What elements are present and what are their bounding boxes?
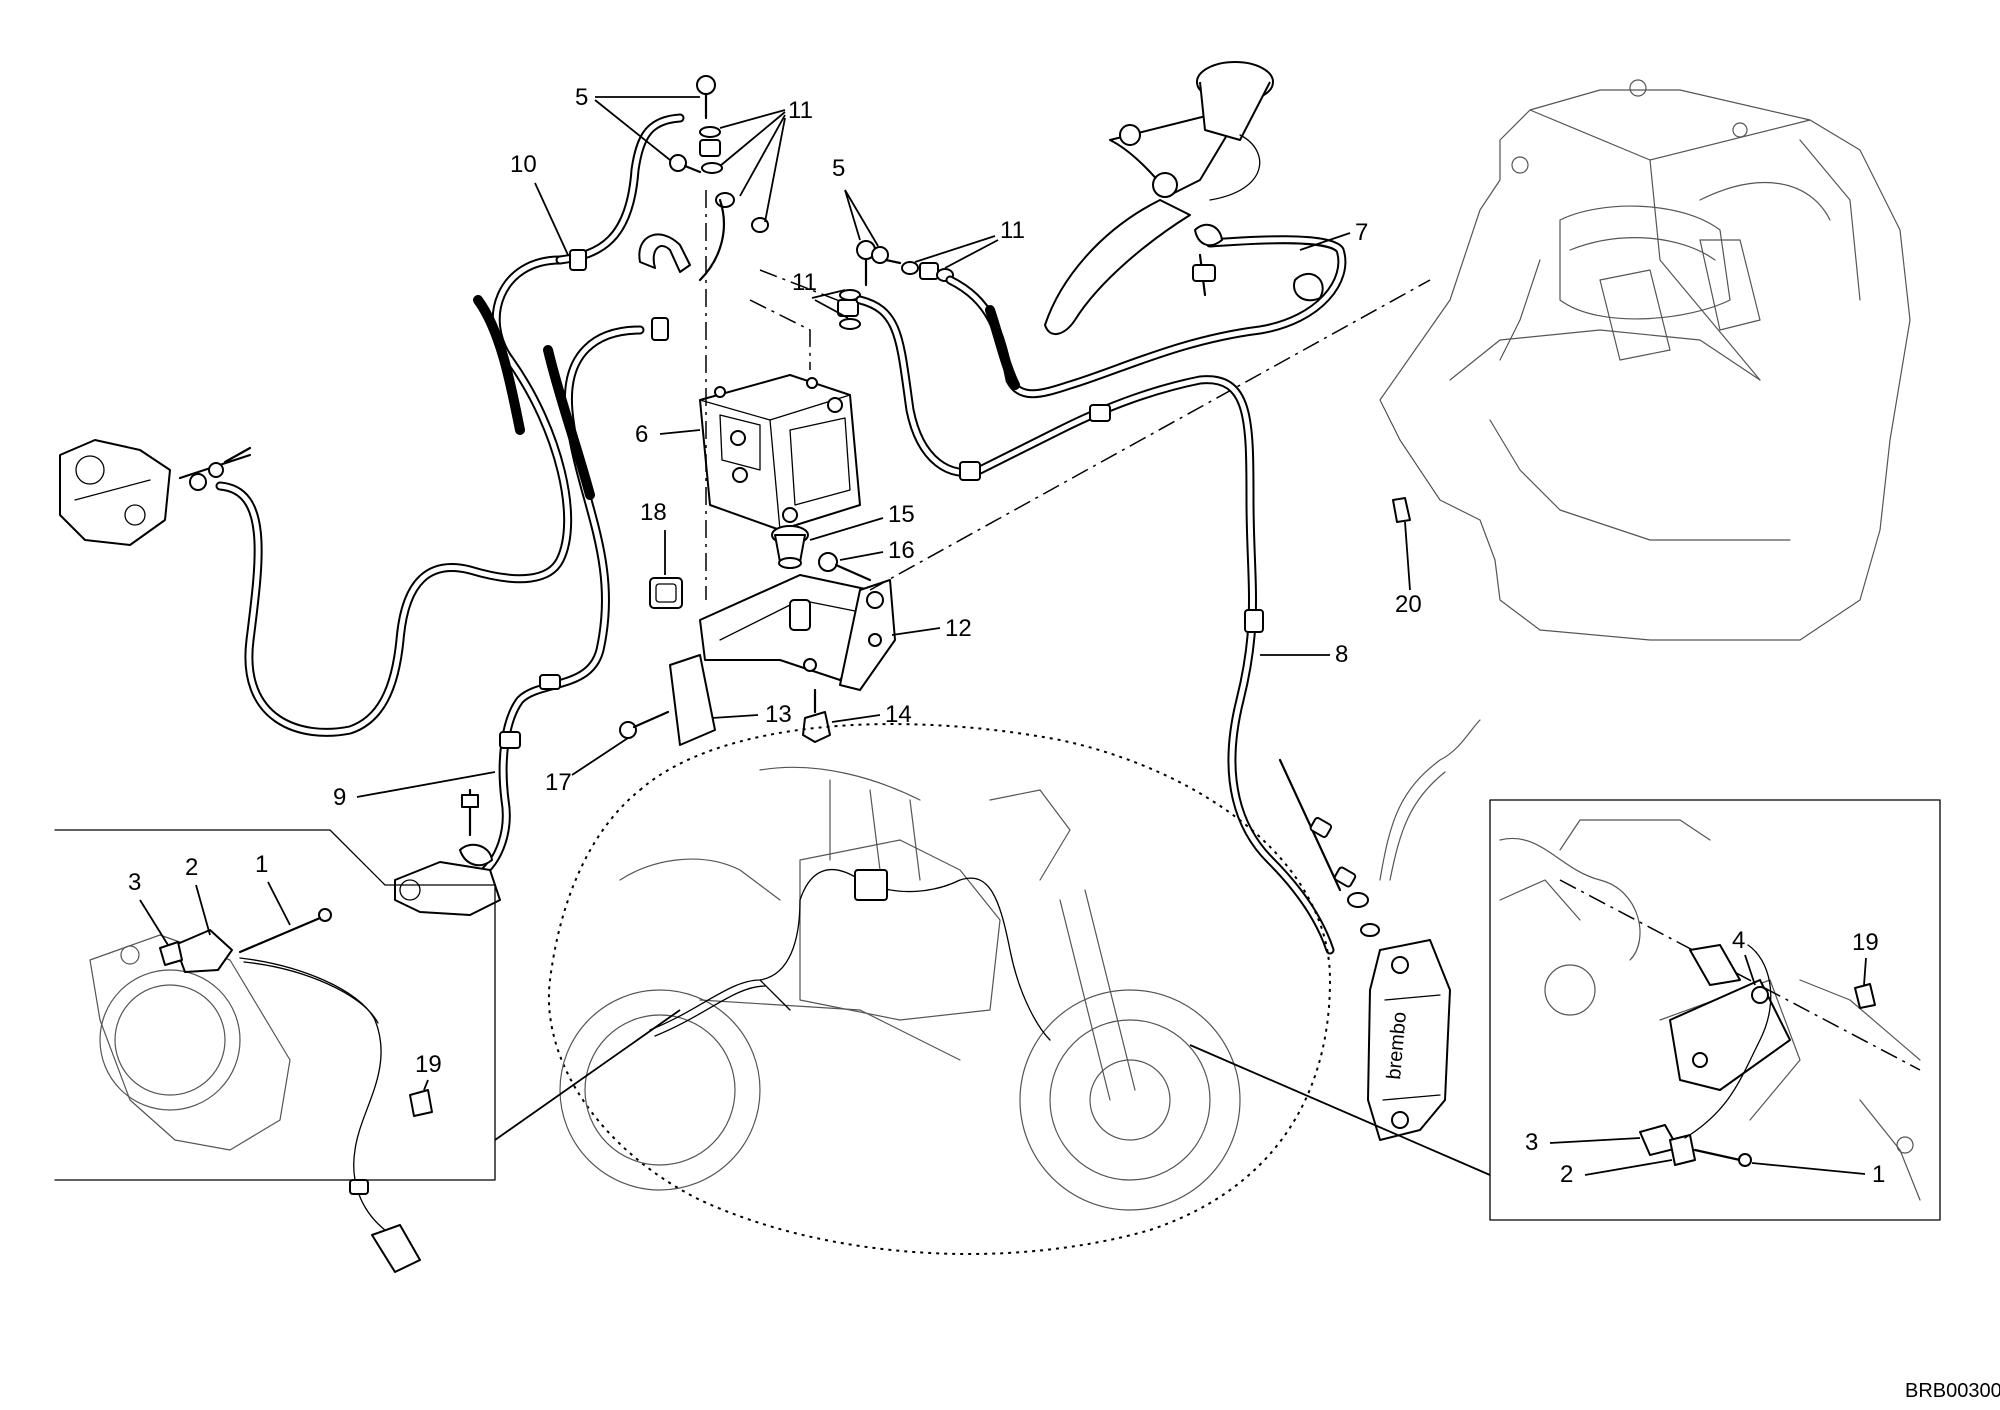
nut-14: [802, 688, 831, 743]
assembly-line-4: [869, 279, 1431, 591]
hose-abs-front: [855, 295, 1335, 955]
hose-clip: [638, 233, 691, 273]
callout-9: 9: [333, 784, 346, 811]
callouts: 5 11 10 5 11 11 7 6 18 15 16 12: [128, 84, 1885, 1188]
callout-14: 14: [885, 701, 912, 728]
callout-7: 7: [1355, 219, 1368, 246]
callout-1-left: 1: [255, 851, 268, 878]
screw-17: [619, 710, 670, 739]
callout-8: 8: [1335, 641, 1348, 668]
inset-rear-sensor: [54, 829, 496, 1273]
drawing-code: BRB00300: [1905, 1380, 2000, 1402]
inset-front-sensor: [1489, 799, 1941, 1221]
callout-13: 13: [765, 701, 792, 728]
callout-5-top: 5: [575, 84, 588, 111]
callout-1-right: 1: [1872, 1161, 1885, 1188]
front-master-cylinder: [1044, 61, 1274, 335]
inset-leader-left: [494, 1009, 681, 1141]
callout-20: 20: [1395, 591, 1422, 618]
screw-16: [818, 552, 872, 582]
callout-19-left: 19: [415, 1051, 442, 1078]
grommet: [771, 525, 809, 569]
callout-3-right: 3: [1525, 1129, 1538, 1156]
callout-3-left: 3: [128, 869, 141, 896]
callout-4: 4: [1732, 927, 1745, 954]
front-brake-caliper: brembo: [1367, 939, 1451, 1141]
callout-10: 10: [510, 151, 537, 178]
callout-16: 16: [888, 537, 915, 564]
callout-17: 17: [545, 769, 572, 796]
banjo-bolts-middle: [837, 240, 954, 330]
motorcycle-overview: [547, 723, 1332, 1255]
banjo-bolts-top: [669, 75, 769, 282]
abs-plate: [669, 654, 716, 746]
callout-6: 6: [635, 421, 648, 448]
front-banjo: [1278, 719, 1481, 937]
hose-10: [555, 113, 685, 271]
callout-12: 12: [945, 615, 972, 642]
rubber-pad-18: [649, 577, 683, 609]
hose-9: [475, 317, 669, 880]
hose-7: [945, 235, 1347, 399]
rear-master-cylinder: [394, 788, 501, 916]
callout-19-right: 19: [1852, 929, 1879, 956]
assembly-line-2: [749, 299, 811, 370]
assembly-line-3: [759, 269, 851, 306]
airbox-housing: [1379, 79, 1911, 641]
callout-15: 15: [888, 501, 915, 528]
callout-2-left: 2: [185, 854, 198, 881]
callout-11-top: 11: [788, 97, 813, 124]
abs-control-unit: [699, 374, 861, 531]
hose-rear-caliper: [215, 255, 573, 737]
abs-bracket: [699, 574, 896, 691]
inset-leader-right: [1189, 1044, 1491, 1176]
rear-brake-caliper: [59, 439, 252, 546]
callout-2-right: 2: [1560, 1161, 1573, 1188]
callout-5-mid: 5: [832, 155, 845, 182]
callout-11-mid: 11: [792, 269, 817, 296]
callout-18: 18: [640, 499, 667, 526]
callout-11-right: 11: [1000, 217, 1025, 244]
